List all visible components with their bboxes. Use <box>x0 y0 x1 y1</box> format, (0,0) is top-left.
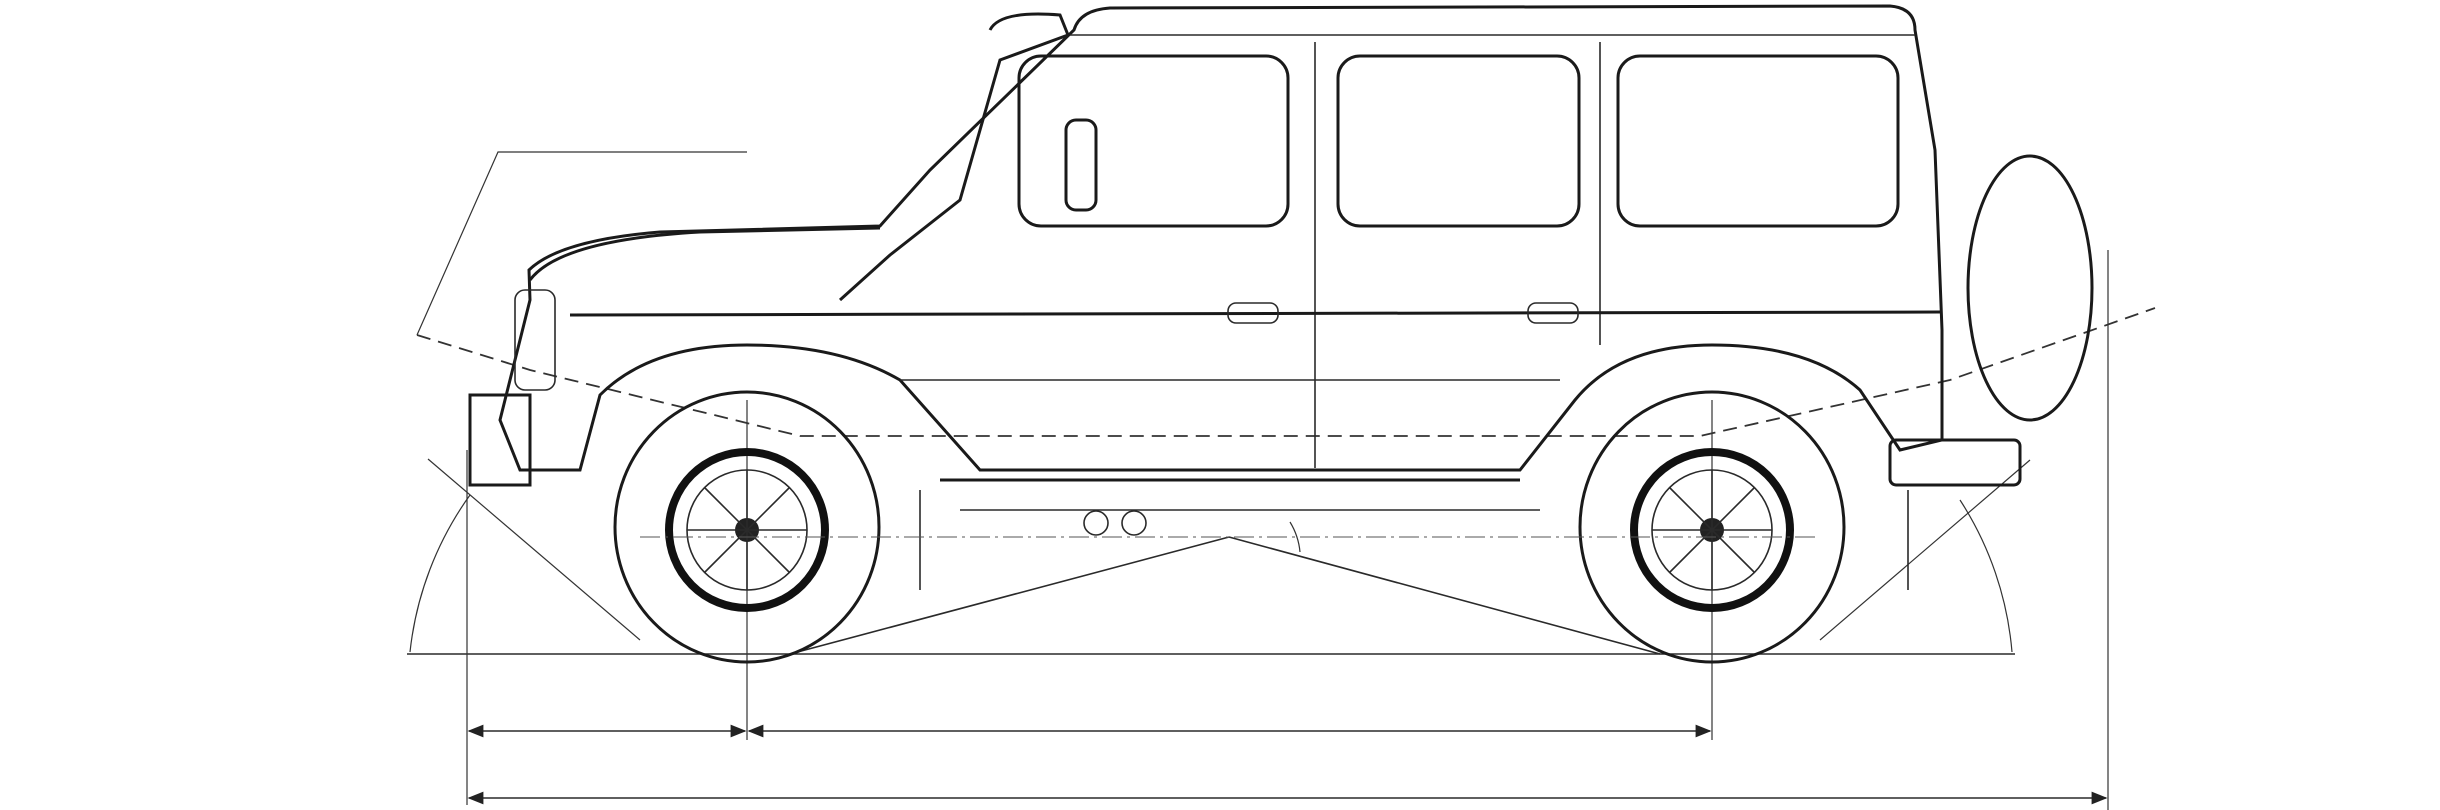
departure-angle-arc <box>1959 499 2013 653</box>
front-wheel <box>613 390 881 664</box>
rear-door-handle <box>1527 302 1579 324</box>
rear-bumper <box>1888 438 2022 487</box>
headlight <box>514 289 556 391</box>
departure-angle-line <box>1819 459 2031 641</box>
center-of-gravity-line <box>416 307 2156 437</box>
front-tire <box>613 390 881 664</box>
snorkel <box>838 12 1070 302</box>
front-spokes <box>687 470 807 590</box>
leader-line <box>416 151 747 336</box>
breakover-line-rear <box>1228 536 1661 655</box>
vehicle-body <box>468 4 2094 590</box>
approach-angle-arc <box>409 494 471 653</box>
hood <box>528 226 881 281</box>
front-door-handle <box>1227 302 1279 324</box>
spare-tire <box>1966 154 2094 422</box>
body-beltline <box>569 310 1941 317</box>
dimension-lines <box>407 250 2109 810</box>
rear-spokes <box>1652 470 1772 590</box>
middle-window <box>1336 54 1581 228</box>
breakover-line-front <box>789 536 1230 655</box>
exhaust-tip <box>1121 510 1147 536</box>
side-mirror <box>1064 118 1098 212</box>
front-window <box>1017 54 1290 228</box>
body-outline <box>498 4 1944 472</box>
approach-angle-line <box>427 458 641 641</box>
rear-tire <box>1578 390 1846 664</box>
front-bumper <box>468 393 532 487</box>
rear-window <box>1616 54 1900 228</box>
rear-wheel <box>1578 390 1846 664</box>
angle-lines <box>409 151 2156 655</box>
exhaust-tip <box>1083 510 1109 536</box>
rear-rim <box>1630 448 1794 612</box>
breakover-angle-arc <box>1289 521 1301 553</box>
front-rim <box>665 448 829 612</box>
